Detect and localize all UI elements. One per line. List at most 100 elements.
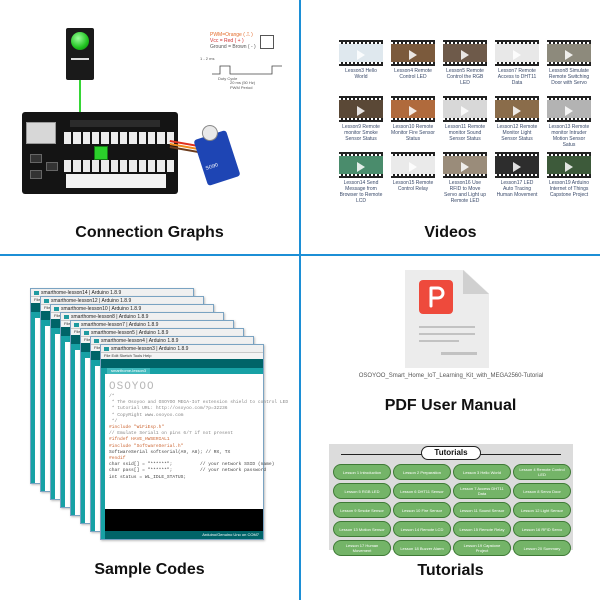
tutorial-pill[interactable]: Lesson 11 Sound Sensor <box>453 502 511 518</box>
video-item[interactable]: Lesson10 Remote Monitor Fire Sensor Stat… <box>391 96 435 148</box>
play-icon <box>409 106 417 116</box>
video-title: Lesson17 LED Auto Tracing Human Movement <box>496 180 538 198</box>
video-item[interactable]: Lesson11 Remote monitor Sound Sensor Sta… <box>443 96 487 148</box>
code-line: */ <box>109 418 118 424</box>
led-module <box>66 28 94 80</box>
play-icon <box>565 106 573 116</box>
video-item[interactable]: Lesson8 Simulate Remote Switching Door w… <box>547 40 591 92</box>
video-title: Lesson7 Remote Access to DHT11 Data <box>497 68 537 86</box>
video-thumbnail[interactable] <box>547 96 591 122</box>
video-item[interactable]: Lesson7 Remote Access to DHT11 Data <box>495 40 539 92</box>
play-icon <box>461 162 469 172</box>
code-line: #ifndef HAVE_HWSERIAL1 <box>109 437 170 443</box>
video-thumbnail[interactable] <box>339 96 383 122</box>
video-thumbnail[interactable] <box>391 152 435 178</box>
tutorial-pill[interactable]: Lesson 18 Buzzer Alarm <box>393 540 451 556</box>
tutorial-pill[interactable]: Lesson 4 Remote Control LED <box>513 464 571 480</box>
menu-bar[interactable]: File Edit Sketch Tools Help <box>101 353 263 359</box>
video-thumbnail[interactable] <box>339 152 383 178</box>
tutorial-pill[interactable]: Lesson 6 DHT11 Sensor <box>393 483 451 499</box>
video-item[interactable]: Lesson4 Remote Control LED <box>391 40 435 92</box>
code-line: #include "WiFiEsp.h" <box>109 425 165 431</box>
video-item[interactable]: Lesson13 Remote monitor Intruder Motion … <box>547 96 591 148</box>
code-line: * The Osoyoo and OSOYOO MEGA-IoT extensi… <box>109 400 289 406</box>
tutorial-pill[interactable]: Lesson 15 Remote Relay <box>453 521 511 537</box>
video-title: Lesson5 Remote Control the RGB LED <box>446 68 484 86</box>
video-item[interactable]: Lesson15 Remote Control Relay <box>391 152 435 204</box>
tutorial-pill[interactable]: Lesson 2 Preparation <box>393 464 451 480</box>
video-item[interactable]: Lesson19 Arduino Internet of Things Caps… <box>547 152 591 204</box>
tutorial-pill[interactable]: Lesson 16 RFID Servo <box>513 521 571 537</box>
arduino-ide-window[interactable]: smarthome-lesson3 | Arduino 1.8.9 File E… <box>100 344 289 540</box>
tab-sketch[interactable]: smarthome-lesson3 <box>107 368 151 374</box>
tutorial-pill[interactable]: Lesson 3 Hello World <box>453 464 511 480</box>
video-thumbnail[interactable] <box>339 40 383 66</box>
tutorial-pill[interactable]: Lesson 9 Smoke Sensor <box>333 502 391 518</box>
tutorial-pill[interactable]: Lesson 13 Motion Sensor <box>333 521 391 537</box>
code-line: char pass[] = "******"; // your network … <box>109 468 267 474</box>
code-line: char ssid[] = "******"; // your network … <box>109 462 275 468</box>
arduino-board-image <box>22 112 178 194</box>
video-thumbnail[interactable] <box>495 40 539 66</box>
green-led-icon <box>71 32 89 50</box>
video-thumbnail[interactable] <box>547 40 591 66</box>
video-thumbnail[interactable] <box>443 40 487 66</box>
videos-panel: Lesson3 Hello World Lesson4 Remote Contro… <box>301 0 600 254</box>
play-icon <box>513 50 521 60</box>
tutorial-pill[interactable]: Lesson 5 RGB LED <box>333 483 391 499</box>
video-thumbnail[interactable] <box>443 96 487 122</box>
video-item[interactable]: Lesson5 Remote Control the RGB LED <box>443 40 487 92</box>
tutorial-pill[interactable]: Lesson 17 Human Movement <box>333 540 391 556</box>
video-thumbnail[interactable] <box>547 152 591 178</box>
code-editor[interactable]: OSOYOO/* * The Osoyoo and OSOYOO MEGA-Io… <box>109 381 289 480</box>
divider-horizontal <box>0 254 600 256</box>
play-icon <box>461 106 469 116</box>
tutorial-pill[interactable]: Lesson 1 Introduction <box>333 464 391 480</box>
tutorial-pill[interactable]: Lesson 10 Fire Sensor <box>393 502 451 518</box>
play-icon <box>565 162 573 172</box>
tutorial-pill[interactable]: Lesson 14 Remote LCD <box>393 521 451 537</box>
video-thumbnail[interactable] <box>495 152 539 178</box>
caption-sample-codes: Sample Codes <box>94 561 205 578</box>
tutorial-pill[interactable]: Lesson 12 Light Sensor <box>513 502 571 518</box>
divider-vertical <box>299 0 301 600</box>
code-line: * CopyRight www.osoyoo.com <box>109 412 184 418</box>
pdf-file-icon[interactable] <box>405 270 489 368</box>
video-item[interactable]: Lesson16 Use RFID to Move Servo and Ligh… <box>443 152 487 204</box>
tutorial-pill[interactable]: Lesson 19 Capstone Project <box>453 540 511 556</box>
pwm-waveform <box>212 65 282 75</box>
video-title: Lesson8 Simulate Remote Switching Door w… <box>548 68 590 86</box>
video-title: Lesson15 Remote Control Relay <box>392 180 434 192</box>
tutorial-pill[interactable]: Lesson 7 Access DHT11 Data <box>453 483 511 499</box>
video-item[interactable]: Lesson12 Remote Monitor Light Sensor Sta… <box>495 96 539 148</box>
video-title: Lesson11 Remote monitor Sound Sensor Sta… <box>444 124 486 142</box>
video-title: Lesson14 Send Message from Browser to Re… <box>339 180 383 204</box>
pdf-tutorials-panel: OSOYOO_Smart_Home_IoT_Learning_Kit_with_… <box>301 256 600 600</box>
video-item[interactable]: Lesson17 LED Auto Tracing Human Movement <box>495 152 539 204</box>
code-line: #endif <box>109 456 126 462</box>
video-thumbnail[interactable] <box>495 96 539 122</box>
code-line: * tutorial URL: http://osoyoo.com/?p=322… <box>109 406 228 412</box>
video-item[interactable]: Lesson3 Hello World <box>339 40 383 92</box>
caption-connection-graphs: Connection Graphs <box>75 224 224 241</box>
video-title: Lesson19 Arduino Internet of Things Caps… <box>548 180 590 198</box>
video-title: Lesson3 Hello World <box>345 68 377 80</box>
caption-pdf-user-manual: PDF User Manual <box>384 397 517 414</box>
tutorial-pill[interactable]: Lesson 20 Summary <box>513 540 571 556</box>
tutorial-pill[interactable]: Lesson 8 Servo Door <box>513 483 571 499</box>
play-icon <box>513 106 521 116</box>
video-thumbnail[interactable] <box>391 96 435 122</box>
play-icon <box>565 50 573 60</box>
ide-toolbar[interactable] <box>101 359 263 368</box>
video-thumbnail[interactable] <box>391 40 435 66</box>
play-icon <box>357 162 365 172</box>
tutorials-badge: Tutorials <box>421 446 481 460</box>
video-item[interactable]: Lesson9 Remote monitor Smoke Sensor Stat… <box>339 96 383 148</box>
video-title: Lesson12 Remote Monitor Light Sensor Sta… <box>496 124 538 142</box>
video-item[interactable]: Lesson14 Send Message from Browser to Re… <box>339 152 383 204</box>
code-line: /* <box>109 394 115 399</box>
video-thumbnail[interactable] <box>443 152 487 178</box>
